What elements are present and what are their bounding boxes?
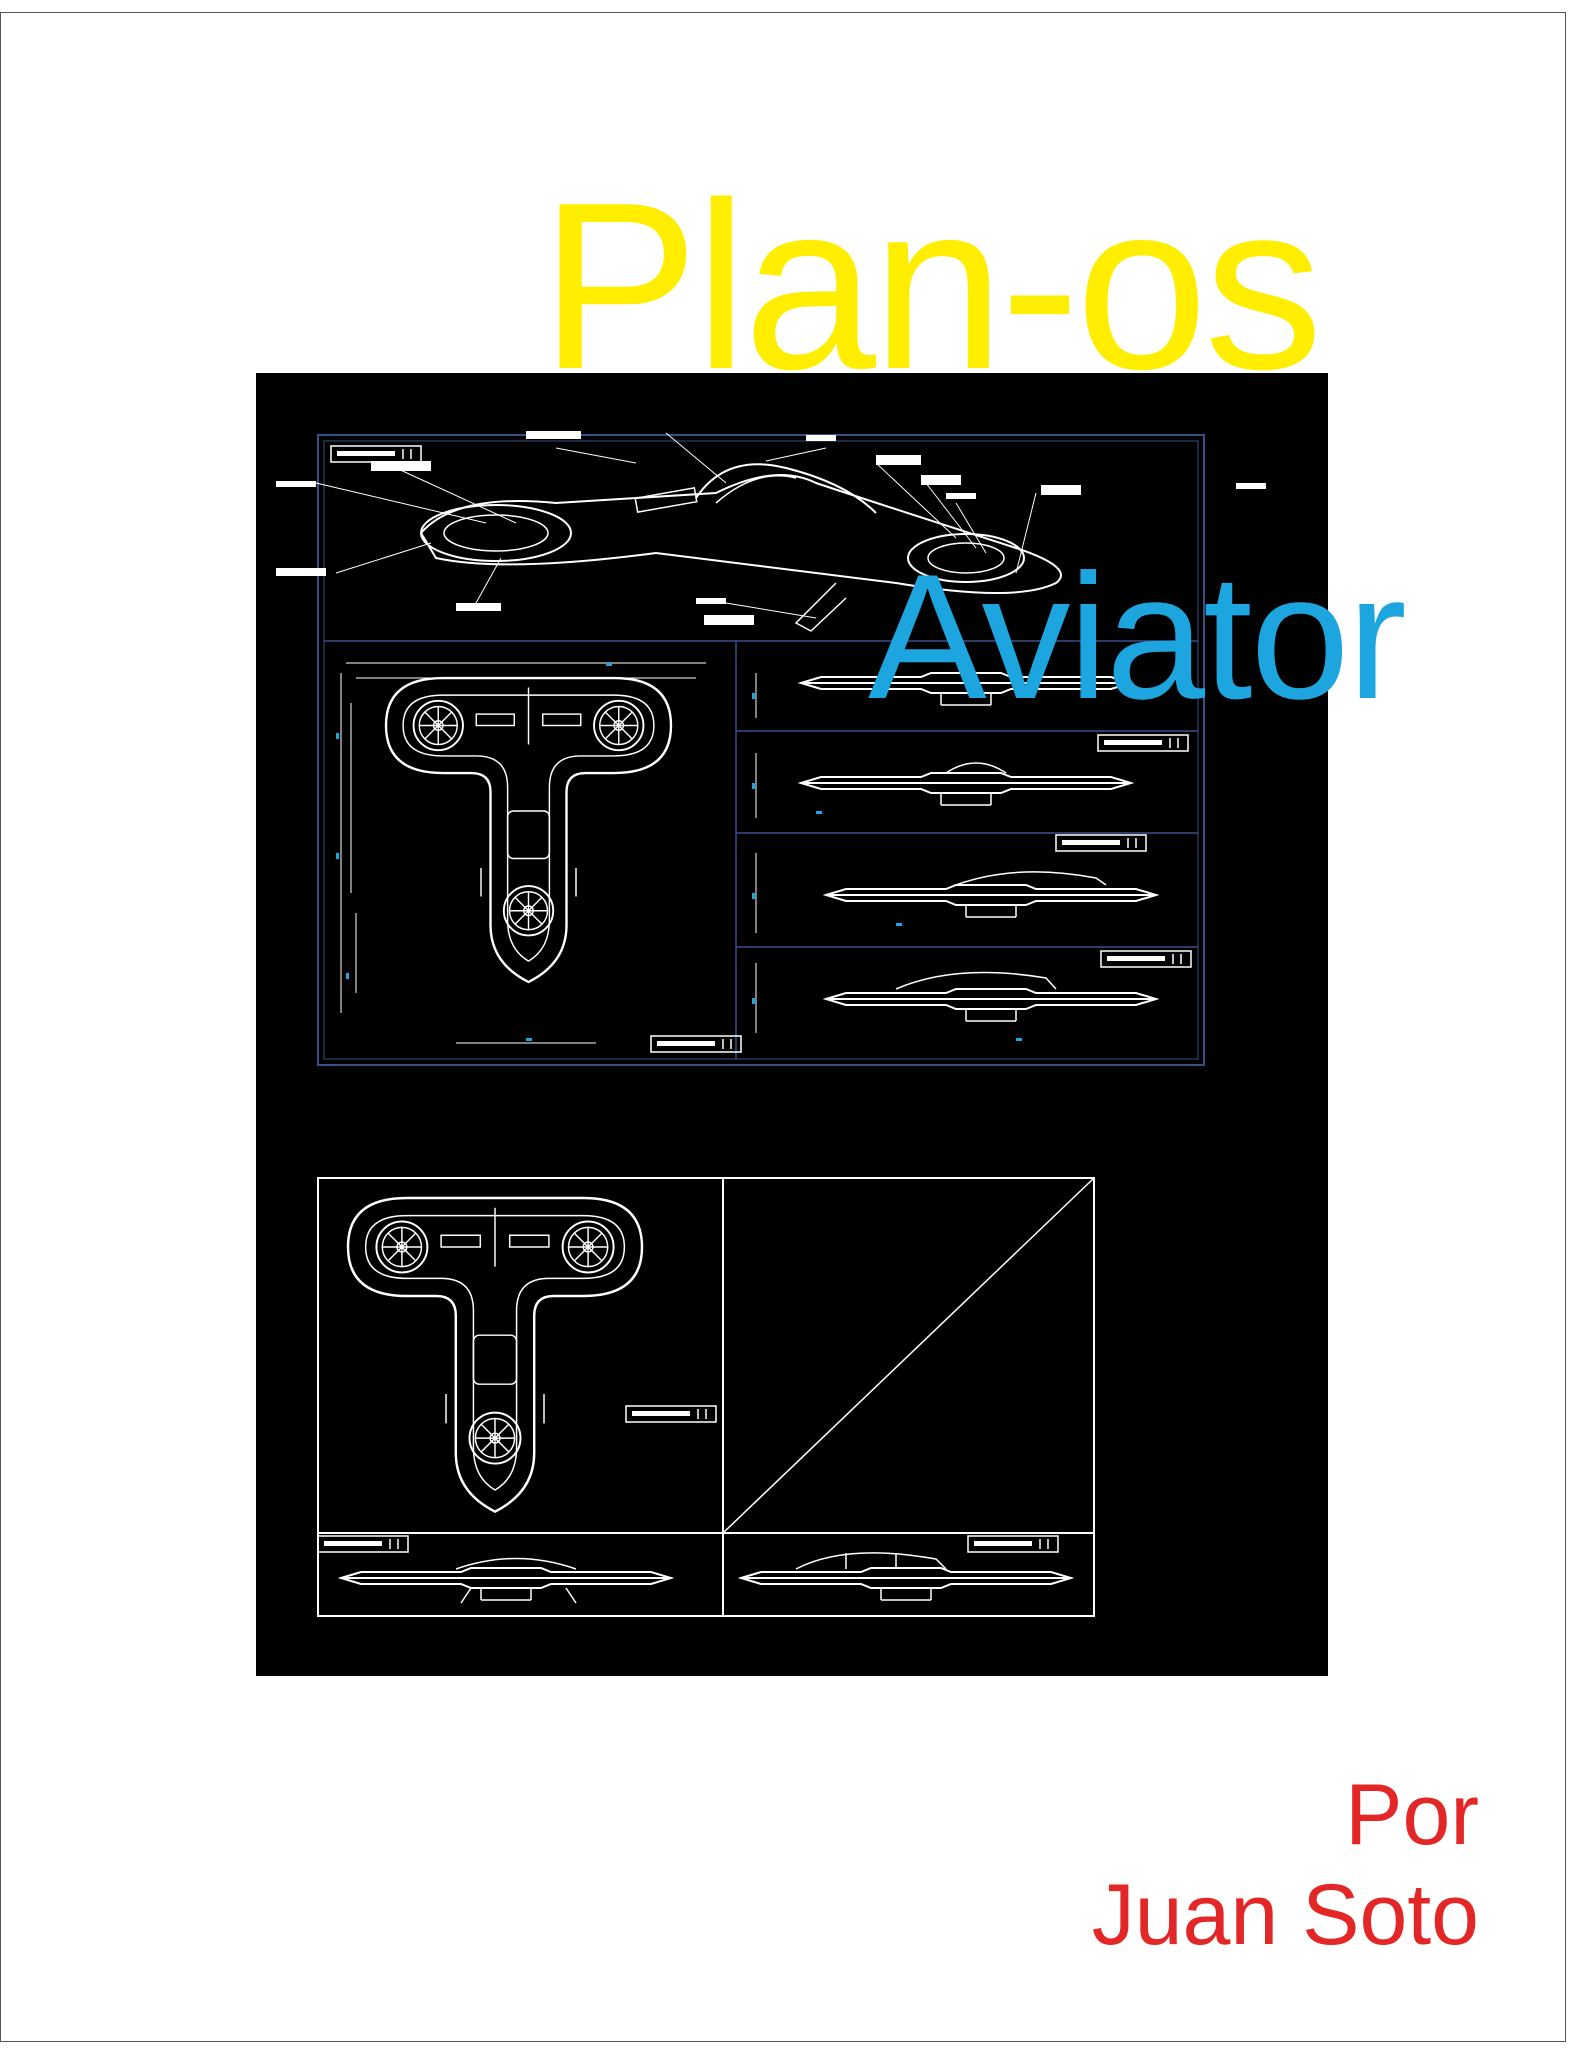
page-border [0,12,1566,2042]
blueprint-image [256,373,1328,1676]
author-prefix: Por [1345,1767,1479,1863]
cover-subtitle: Aviator [868,537,1407,736]
author-name: Juan Soto [1091,1867,1479,1963]
cad-drawing-icon [276,431,1266,1617]
cover-title: Plan-os [540,154,1323,419]
